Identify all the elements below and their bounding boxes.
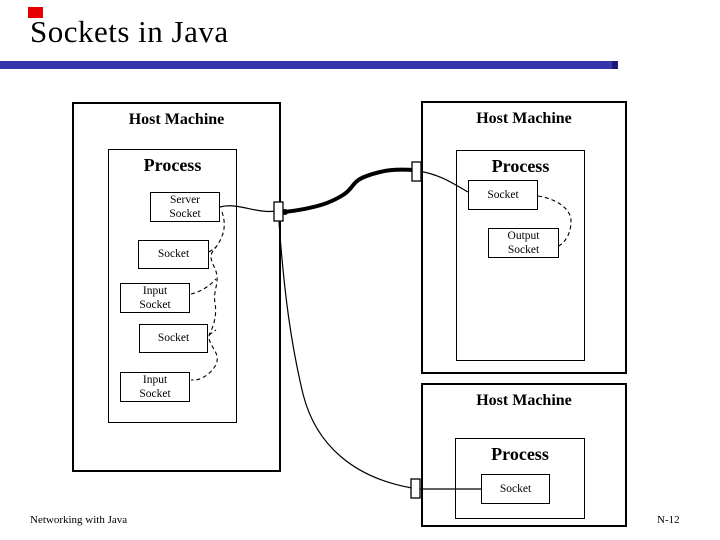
footer-course-name: Networking with Java	[30, 514, 128, 526]
host-machine-label: Host Machine	[128, 111, 225, 128]
network-connection-long-line	[278, 221, 413, 489]
socket-box: Socket	[138, 240, 209, 269]
edge-connector-bottom-right-host	[410, 478, 421, 499]
edge-connector-top-right-host	[411, 161, 422, 182]
junction-dot	[282, 209, 288, 215]
socket-box: Socket	[481, 474, 550, 504]
input-socket-box: Input Socket	[120, 372, 190, 402]
process-label: Process	[491, 156, 550, 176]
socket-box: Socket	[468, 180, 538, 210]
footer-slide-number: N-12	[657, 514, 680, 526]
input-socket-box: Input Socket	[120, 283, 190, 313]
server-socket-box: Server Socket	[150, 192, 220, 222]
red-bullet-icon	[28, 7, 43, 18]
network-connection-curve	[283, 167, 415, 214]
host-machine-label: Host Machine	[476, 392, 572, 409]
socket-box: Socket	[139, 324, 208, 353]
process-label: Process	[491, 444, 549, 464]
title-underline-bar-tip	[612, 61, 618, 69]
slide-title: Sockets in Java	[30, 14, 229, 49]
title-underline-bar	[0, 61, 612, 69]
process-box-bottom-right: Process	[455, 438, 585, 519]
process-label: Process	[143, 155, 202, 175]
host-machine-label: Host Machine	[476, 110, 572, 127]
output-socket-box: Output Socket	[488, 228, 559, 258]
